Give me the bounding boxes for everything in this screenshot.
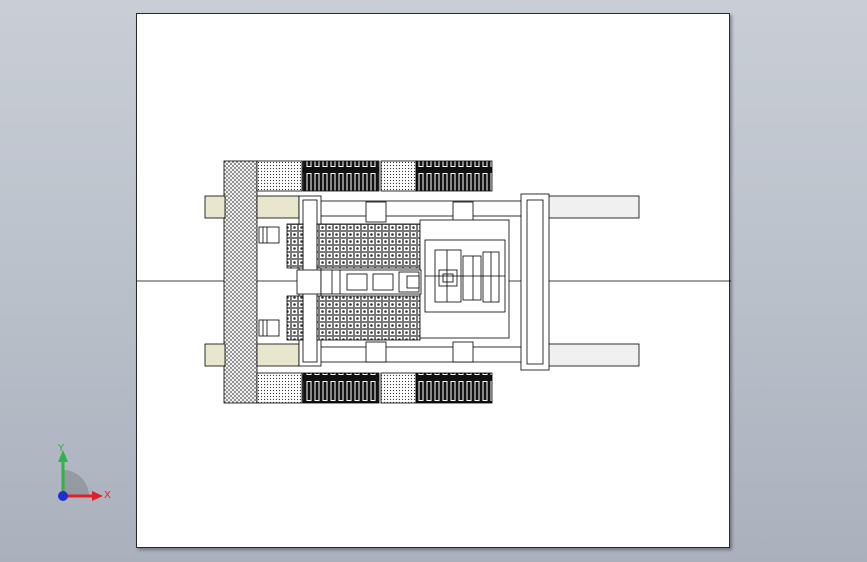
right-rail-bottom <box>546 343 640 367</box>
bottom-beam <box>298 346 550 363</box>
machine-model <box>204 160 640 404</box>
top-slot-block-1 <box>302 160 380 192</box>
bottom-slot-block-2 <box>415 372 493 404</box>
drawing-sheet[interactable] <box>136 13 731 549</box>
top-dotted-plate <box>256 160 303 192</box>
x-axis-arrow-icon <box>63 491 103 501</box>
upper-grid-panel <box>316 223 421 269</box>
xy-plane-arc-icon <box>63 470 89 496</box>
left-end-cap-top <box>204 195 226 219</box>
lower-grid-panel <box>316 295 421 341</box>
top-beam <box>298 200 550 217</box>
y-axis-label: Y <box>57 443 65 454</box>
bottom-dotted-plate <box>256 372 303 404</box>
left-end-cap-bottom <box>204 343 226 367</box>
cad-drawing-view[interactable] <box>137 14 731 549</box>
right-rail-top <box>546 195 640 219</box>
top-slot-block-2 <box>415 160 493 192</box>
x-axis-label: X <box>104 490 111 501</box>
y-axis-arrow-icon <box>58 450 68 496</box>
z-axis-dot-icon <box>58 491 68 501</box>
left-hatched-column <box>223 160 258 404</box>
coordinate-triad: Y X <box>57 443 111 501</box>
bottom-slot-block-1 <box>302 372 380 404</box>
